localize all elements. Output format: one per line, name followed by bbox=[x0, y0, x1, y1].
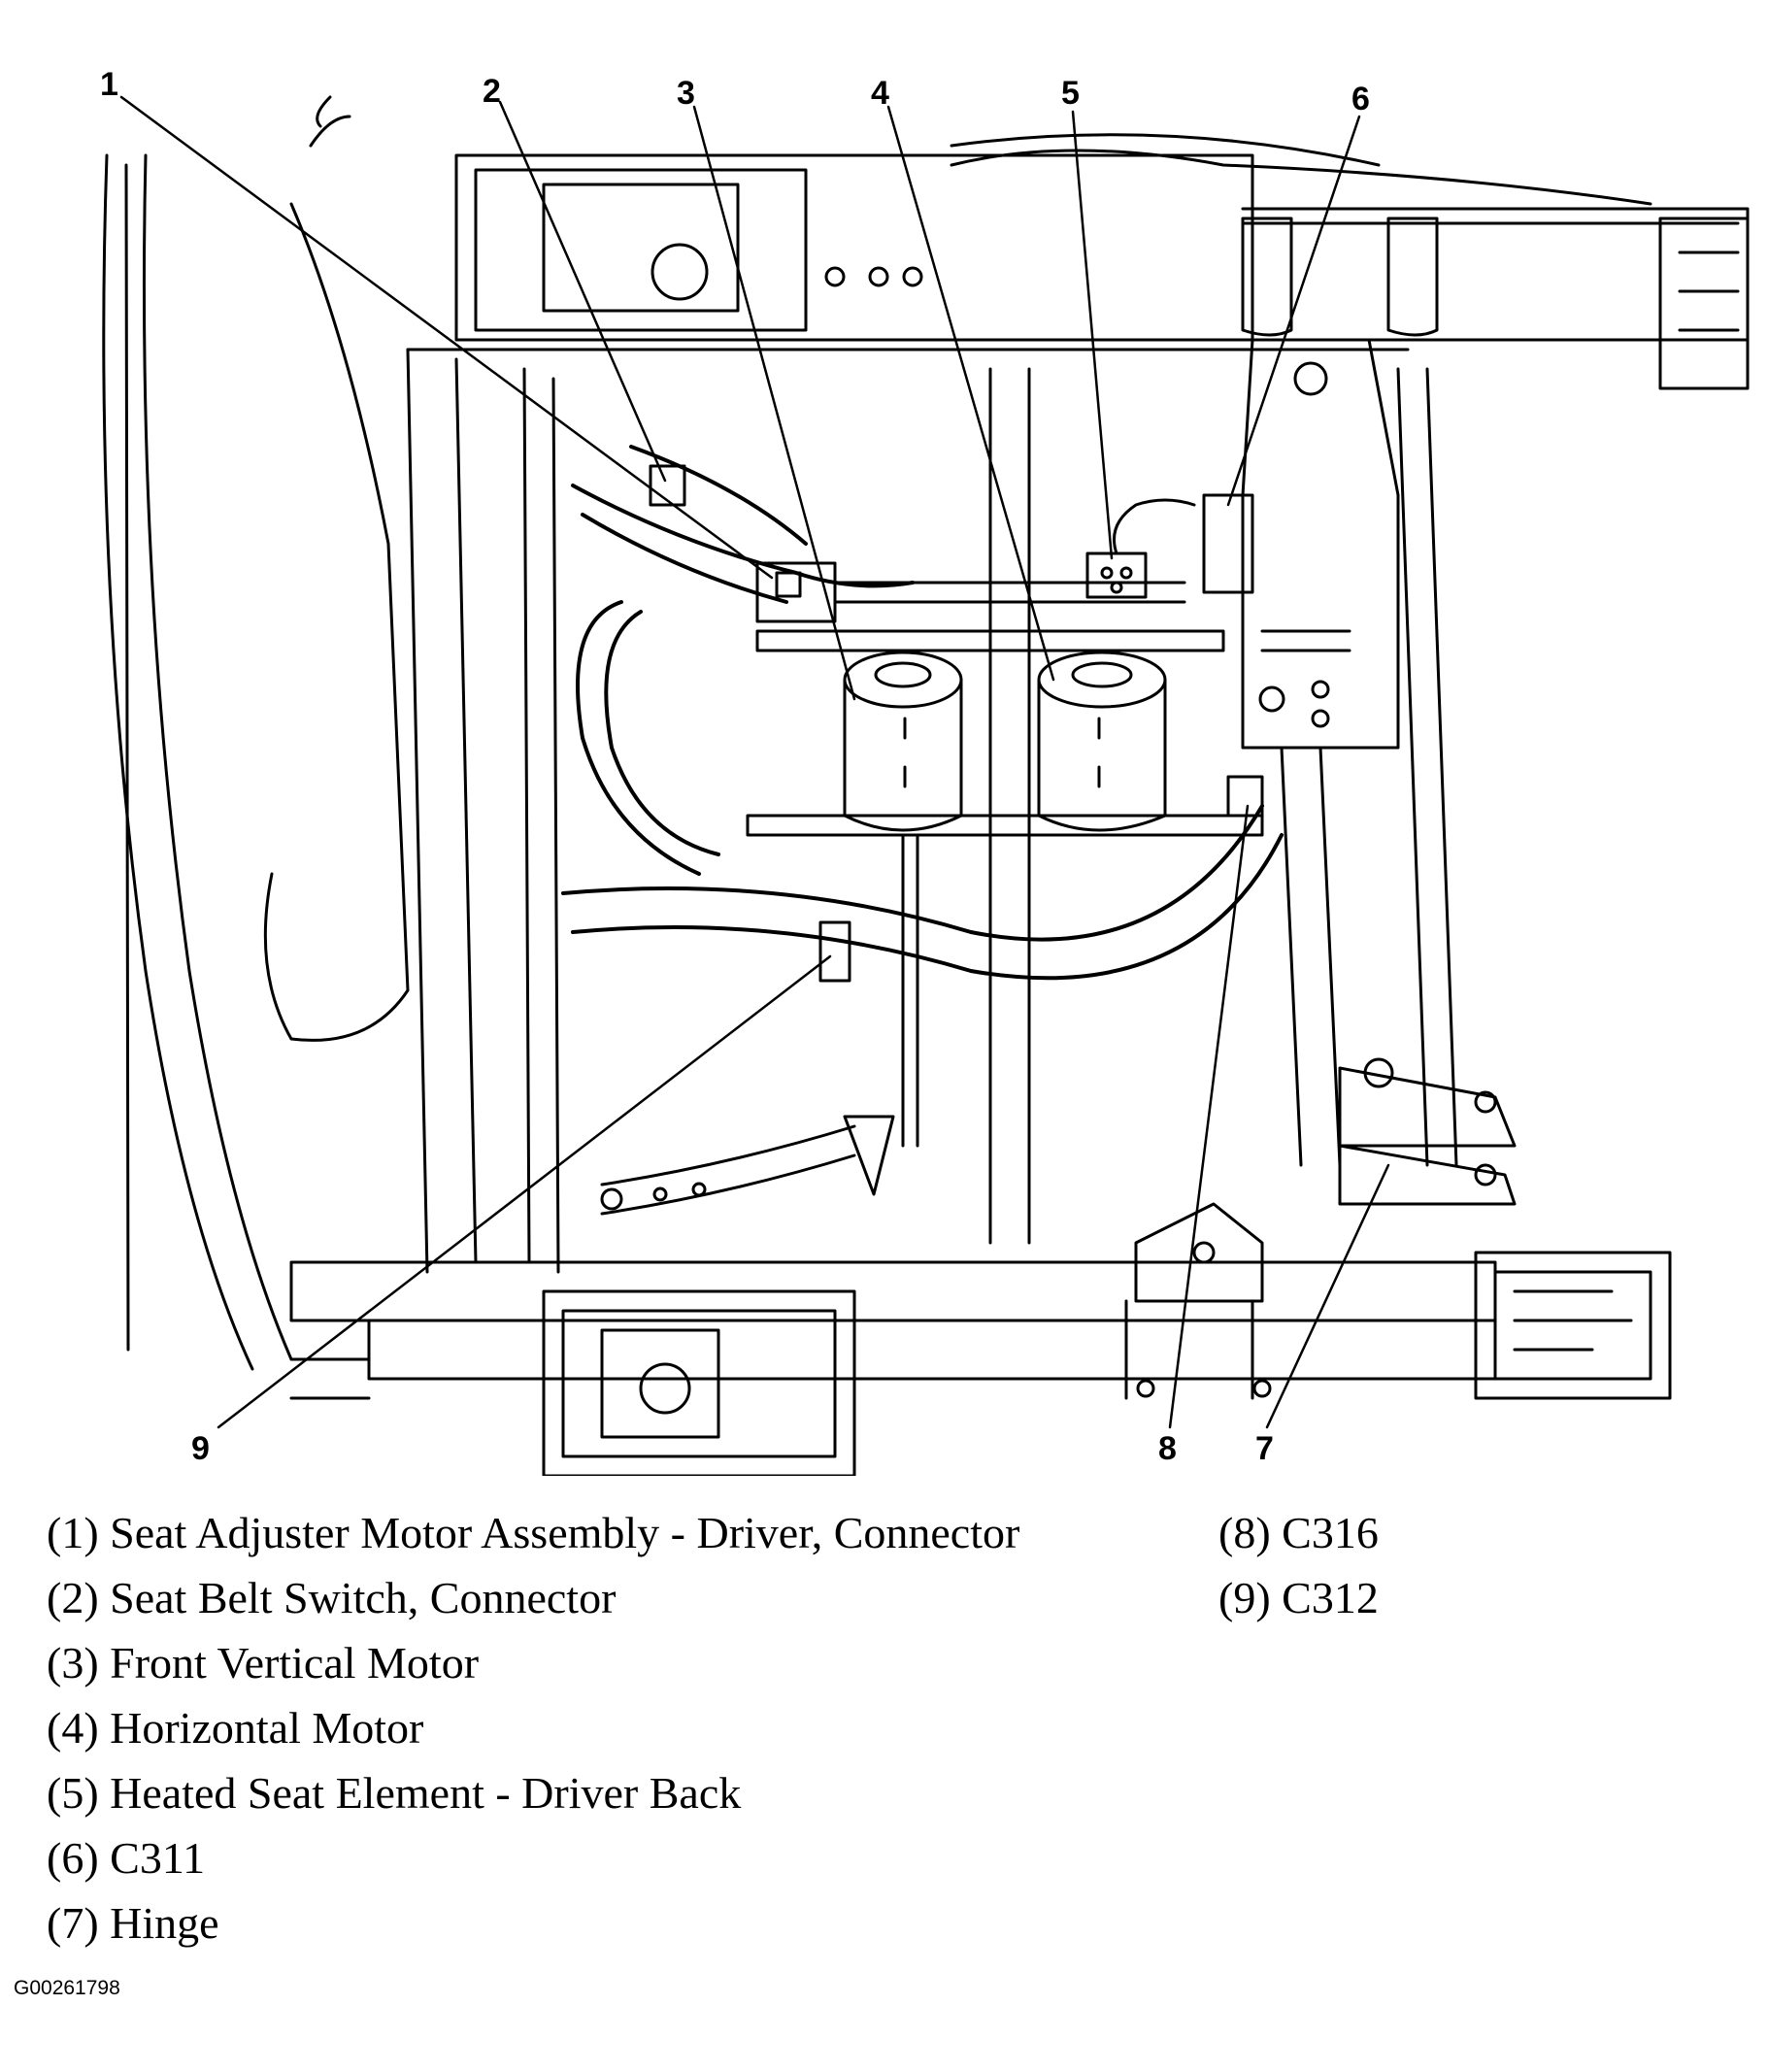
callout-1: 1 bbox=[100, 66, 118, 103]
c311-bracket bbox=[1202, 338, 1400, 750]
wire-harness bbox=[561, 445, 1284, 981]
cross-rods bbox=[746, 581, 1264, 837]
callout-2: 2 bbox=[483, 73, 501, 110]
horizontal-motor bbox=[1037, 651, 1167, 832]
hinge bbox=[1338, 1057, 1517, 1206]
callout-4: 4 bbox=[871, 75, 889, 112]
top-rail bbox=[454, 133, 1750, 390]
legend-item-9: (9) C312 bbox=[1218, 1573, 1379, 1622]
callout-9: 9 bbox=[191, 1430, 210, 1467]
callout-8: 8 bbox=[1158, 1430, 1177, 1467]
callout-6: 6 bbox=[1351, 81, 1370, 117]
leader-line-3 bbox=[692, 105, 856, 701]
figure-id: G00261798 bbox=[14, 1977, 120, 1999]
legend-item-6: (6) C311 bbox=[47, 1833, 206, 1883]
legend-item-3: (3) Front Vertical Motor bbox=[47, 1638, 480, 1688]
legend-item-5: (5) Heated Seat Element - Driver Back bbox=[47, 1768, 742, 1818]
callout-7: 7 bbox=[1255, 1430, 1274, 1467]
seat-side-frame bbox=[102, 95, 410, 1371]
seat-belt-switch-connector bbox=[649, 464, 686, 507]
leader-line-4 bbox=[886, 105, 1055, 682]
legend-right-column: (8) C316 (9) C312 bbox=[1218, 1500, 1379, 1630]
leader-line-8 bbox=[1168, 804, 1250, 1429]
callout-5: 5 bbox=[1061, 75, 1080, 112]
seat-adjuster-diagram: 1 2 3 4 5 6 7 8 9 bbox=[100, 66, 1750, 1476]
legend-item-8: (8) C316 bbox=[1218, 1508, 1379, 1557]
adjuster-motor-connector bbox=[755, 561, 837, 623]
vertical-rods bbox=[1280, 367, 1458, 1167]
legend-item-4: (4) Horizontal Motor bbox=[47, 1703, 424, 1753]
leader-line-1 bbox=[119, 95, 774, 580]
heated-seat-element-connector bbox=[1085, 498, 1196, 599]
leader-line-9 bbox=[217, 954, 832, 1429]
leader-line-6 bbox=[1226, 115, 1361, 507]
c312-connector bbox=[818, 920, 851, 983]
bottom-rail bbox=[289, 1202, 1672, 1476]
legend-item-7: (7) Hinge bbox=[47, 1898, 219, 1948]
front-vertical-motor bbox=[843, 651, 963, 1148]
leader-line-7 bbox=[1265, 1163, 1390, 1429]
leader-line-5 bbox=[1071, 110, 1114, 560]
center-frame bbox=[406, 348, 1410, 1274]
leader-line-2 bbox=[498, 100, 667, 483]
c316-connector bbox=[1226, 775, 1264, 818]
callout-3: 3 bbox=[677, 75, 695, 112]
legend-left-column: (1) Seat Adjuster Motor Assembly - Drive… bbox=[47, 1500, 1019, 1955]
legend-item-2: (2) Seat Belt Switch, Connector bbox=[47, 1573, 617, 1622]
drive-cable bbox=[600, 1115, 895, 1216]
legend-item-1: (1) Seat Adjuster Motor Assembly - Drive… bbox=[47, 1508, 1020, 1557]
leader-lines bbox=[119, 95, 1390, 1429]
callout-labels: 1 2 3 4 5 6 7 8 9 bbox=[100, 66, 1370, 1467]
